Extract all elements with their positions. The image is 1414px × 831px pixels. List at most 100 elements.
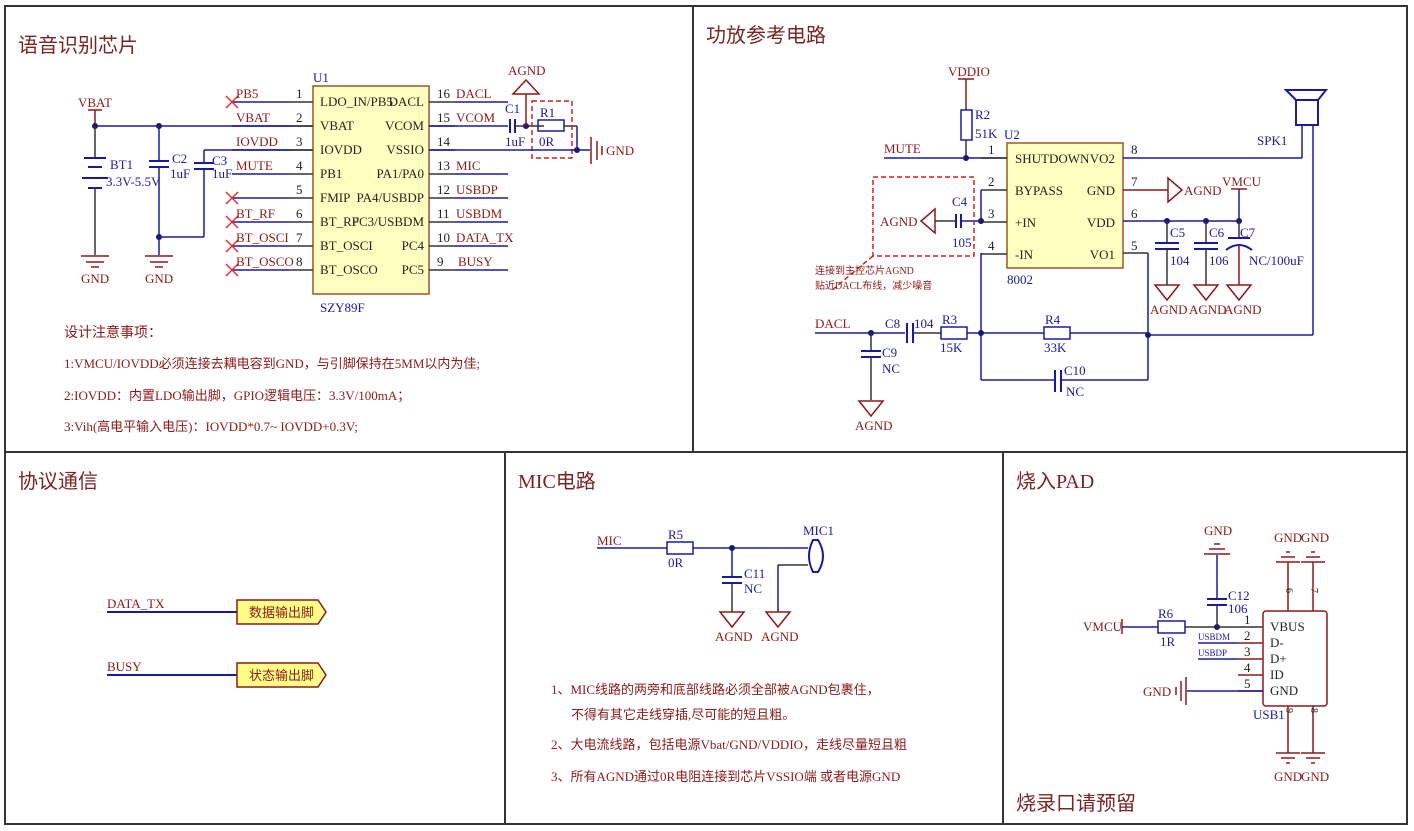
u1-left-net: BT_OSCI bbox=[236, 230, 289, 245]
agnd-icon bbox=[764, 611, 792, 629]
gnd-label-2: GND bbox=[145, 271, 173, 286]
agnd-icon bbox=[919, 207, 936, 235]
gnd-left-label: GND bbox=[1143, 684, 1171, 699]
protocol-ports: DATA_TX 数据输出脚 BUSY 状态输出脚 bbox=[107, 596, 327, 688]
annotation-line-2: 贴近DACL布线，减少噪音 bbox=[815, 279, 932, 292]
u1-pin-number: 10 bbox=[437, 230, 450, 245]
r2-ref: R2 bbox=[975, 107, 990, 122]
r3-ref: R3 bbox=[942, 312, 957, 327]
junction-dot bbox=[1145, 332, 1151, 338]
chip-u2 bbox=[1006, 142, 1124, 269]
c6-ref: C6 bbox=[1209, 225, 1225, 240]
note-1: 1:VMCU/IOVDD必须连接去耦电容到GND，与引脚保持在5MM以内为佳; bbox=[64, 356, 480, 371]
r3-value: 15K bbox=[940, 340, 963, 355]
capacitor-c1-icon bbox=[509, 119, 516, 133]
port-data-tx[interactable] bbox=[236, 599, 327, 625]
c11-ref: C11 bbox=[744, 566, 765, 581]
c7-ref: C7 bbox=[1240, 225, 1256, 240]
c9-value: NC bbox=[882, 361, 900, 376]
gnd-top-label: GND bbox=[1204, 523, 1232, 538]
ground-icon bbox=[1276, 551, 1325, 764]
port-net-label: DATA_TX bbox=[107, 596, 165, 611]
u1-pin-number: 3 bbox=[296, 134, 303, 149]
c2-ref: C2 bbox=[172, 151, 187, 166]
agnd-icon bbox=[511, 78, 541, 95]
u1-pin-number: 2 bbox=[296, 110, 303, 125]
gnd-top-pair-1: GND bbox=[1274, 530, 1302, 545]
usb-pin-name: D- bbox=[1270, 635, 1284, 650]
u2-pin-number: 8 bbox=[1131, 142, 1138, 157]
c7-value: NC/100uF bbox=[1249, 253, 1304, 268]
c4-value: 105 bbox=[952, 235, 972, 250]
junction-dot bbox=[574, 147, 580, 153]
capacitor-c11-icon bbox=[722, 576, 742, 584]
no-connect-icon bbox=[225, 239, 239, 253]
r1-ref: R1 bbox=[540, 105, 555, 120]
note-3: 3:Vih(高电平输入电压)：IOVDD*0.7~ IOVDD+0.3V; bbox=[64, 419, 358, 434]
u1-pin-name: BT_OSCI bbox=[320, 238, 373, 253]
usb-pin-name: GND bbox=[1270, 683, 1298, 698]
gnd-top-pair-2: GND bbox=[1301, 530, 1329, 545]
agnd-icon bbox=[1153, 284, 1181, 302]
capacitor-c12-icon bbox=[1207, 598, 1227, 606]
c3-ref: C3 bbox=[212, 153, 227, 168]
notes-title: 设计注意事项： bbox=[64, 324, 162, 341]
u1-left-net: IOVDD bbox=[236, 134, 278, 149]
u1-right-net: MIC bbox=[456, 158, 481, 173]
bt1-ref: BT1 bbox=[110, 157, 133, 172]
spk-ref: SPK1 bbox=[1257, 133, 1287, 148]
vbat-label: VBAT bbox=[78, 95, 112, 110]
mute-label: MUTE bbox=[884, 141, 921, 156]
amp-circuit: VDDIO R2 51K MUTE U2 8002 1SHUTDOWN2BYPA… bbox=[815, 64, 1329, 433]
usb-pin-name: D+ bbox=[1270, 651, 1287, 666]
gnd-bottom-pair-1: GND bbox=[1274, 769, 1302, 784]
u2-pin-name: +IN bbox=[1015, 215, 1037, 230]
u2-part: 8002 bbox=[1007, 272, 1033, 287]
burn-title: 烧入PAD bbox=[1016, 470, 1094, 493]
c8-ref: C8 bbox=[885, 316, 900, 331]
u1-right-net: BUSY bbox=[458, 254, 493, 269]
agnd-c9-label: AGND bbox=[855, 418, 893, 433]
u1-pin-name: BT_RF bbox=[320, 214, 359, 229]
vmcu-label: VMCU bbox=[1083, 619, 1123, 634]
usb-pin-9: 9 bbox=[1283, 708, 1294, 713]
agnd-icon bbox=[857, 400, 885, 418]
u1-pin-name: DACL bbox=[389, 94, 424, 109]
usb-pin-6: 6 bbox=[1283, 588, 1294, 593]
voice-chip-title: 语音识别芯片 bbox=[18, 34, 138, 57]
c1-ref: C1 bbox=[505, 101, 520, 116]
amp-title: 功放参考电路 bbox=[706, 24, 826, 47]
r4-ref: R4 bbox=[1045, 312, 1061, 327]
agnd-icon bbox=[1167, 176, 1184, 204]
dacl-label: DACL bbox=[815, 316, 850, 331]
u1-left-pins: 1PB5LDO_IN/PB52VBATVBAT3IOVDDIOVDD4MUTEP… bbox=[225, 86, 393, 277]
r5-value: 0R bbox=[668, 555, 684, 570]
agnd-c4-label: AGND bbox=[880, 214, 918, 229]
u1-pin-name: LDO_IN/PB5 bbox=[320, 94, 393, 109]
u1-pin-number: 4 bbox=[296, 158, 303, 173]
u1-left-net: MUTE bbox=[236, 158, 273, 173]
c9-ref: C9 bbox=[882, 345, 897, 360]
mic-note-3: 3、所有AGND通过0R电阻连接到芯片VSSIO端 或者电源GND bbox=[551, 769, 900, 784]
no-connect-icon bbox=[225, 263, 239, 277]
c4-ref: C4 bbox=[952, 194, 968, 209]
u1-pin-number: 14 bbox=[437, 134, 451, 149]
u1-pin-number: 9 bbox=[437, 254, 444, 269]
usb-pin-number: 1 bbox=[1244, 612, 1251, 627]
u2-ref: U2 bbox=[1004, 127, 1020, 142]
c12-ref: C12 bbox=[1228, 588, 1250, 603]
c10-value: NC bbox=[1066, 384, 1084, 399]
agnd-c7-label: AGND bbox=[1224, 302, 1262, 317]
r1-value: 0R bbox=[539, 134, 555, 149]
resistor-r6-icon bbox=[1157, 620, 1186, 634]
u1-pin-number: 16 bbox=[437, 86, 451, 101]
u2-pin-number: 5 bbox=[1131, 238, 1138, 253]
junction-dot bbox=[978, 330, 984, 336]
u1-pin-number: 8 bbox=[296, 254, 303, 269]
keepout-box bbox=[531, 100, 573, 159]
port-busy[interactable] bbox=[236, 662, 327, 688]
agnd-icon bbox=[718, 611, 746, 629]
r2-value: 51K bbox=[975, 126, 998, 141]
